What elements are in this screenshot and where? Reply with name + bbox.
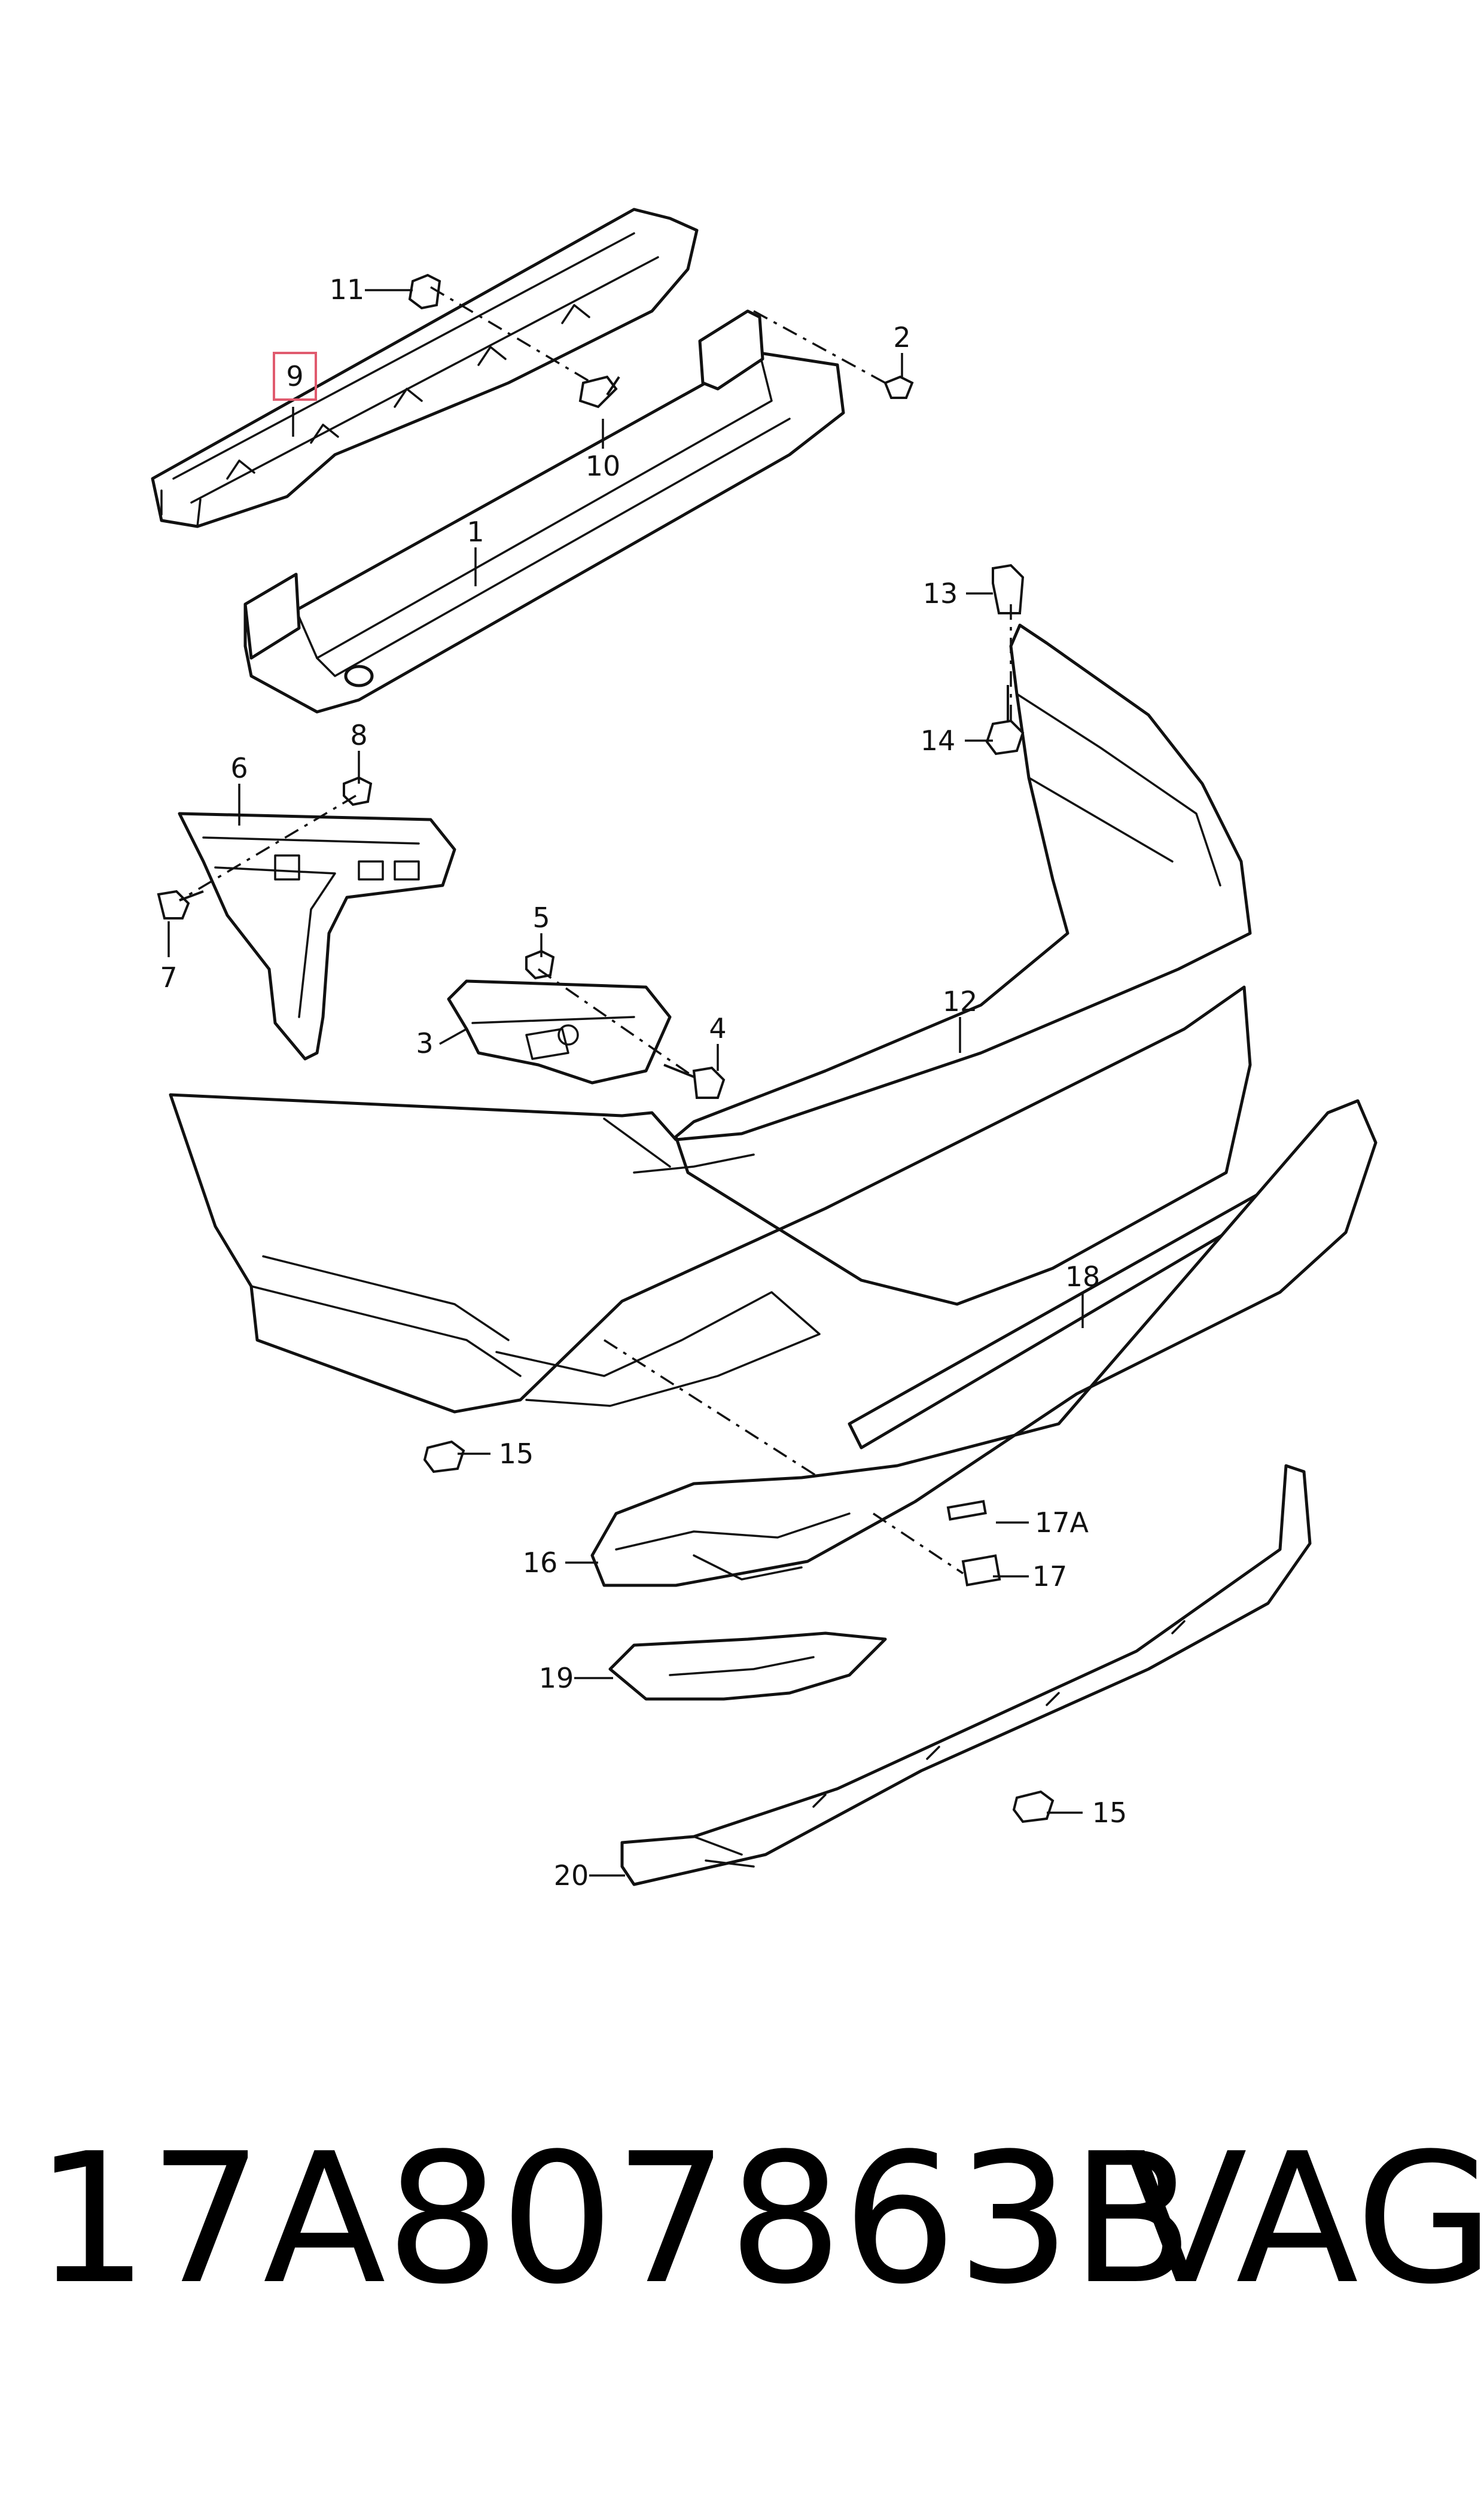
screw-14: [985, 685, 1025, 756]
part-6-side-guide: [178, 812, 456, 1061]
nut-15b: [1012, 1790, 1055, 1823]
callout-labels: 1 2 3 4 5 6 7 8 9 10 11 12 13 14 15 15 1…: [160, 273, 1127, 1892]
part-19-reflector-trim: [608, 1631, 887, 1701]
callout-3: 3: [416, 1027, 433, 1059]
callout-7: 7: [160, 961, 177, 994]
screw-7: [157, 890, 204, 919]
part-1-bumper-carrier: [243, 309, 845, 714]
callout-4: 4: [709, 1012, 726, 1045]
part-9-upper-guide: [151, 208, 699, 528]
callout-12: 12: [943, 985, 978, 1018]
part-20-diffuser: [620, 1464, 1312, 1886]
callout-11: 11: [330, 273, 365, 306]
part-number: 17A807863B: [35, 2115, 1194, 2324]
callout-1: 1: [467, 516, 484, 548]
nut-15a: [423, 1440, 465, 1473]
callout-13: 13: [923, 577, 958, 610]
callout-6: 6: [230, 752, 248, 784]
callout-2: 2: [893, 321, 910, 354]
callout-5: 5: [532, 902, 550, 934]
highlight-box-9: [273, 352, 317, 401]
callout-18: 18: [1065, 1260, 1101, 1293]
callout-19: 19: [539, 1662, 574, 1694]
clip-5: [525, 949, 555, 980]
callout-16: 16: [523, 1546, 558, 1579]
brand-label: VAG: [1125, 2115, 1484, 2324]
part-12-bumper-cover: [169, 623, 1252, 1414]
part-3-bracket: [447, 979, 672, 1085]
screw-4: [663, 1064, 726, 1099]
screw-2: [883, 375, 914, 399]
part-16-lower-trim: [590, 1099, 1378, 1587]
callout-15a: 15: [499, 1438, 534, 1470]
callout-15b: 15: [1092, 1797, 1128, 1829]
callout-17: 17: [1032, 1560, 1068, 1593]
assembly-lines: [179, 286, 1012, 1575]
leader-lines: [167, 289, 1084, 1877]
screw-10: [578, 375, 620, 409]
callout-10: 10: [586, 450, 621, 482]
callout-14: 14: [921, 724, 956, 757]
hardware: [157, 273, 1055, 1823]
clip-11: [408, 273, 441, 310]
callout-17a: 17A: [1035, 1506, 1089, 1539]
clip-13: [992, 564, 1025, 614]
callout-8: 8: [350, 719, 367, 751]
callout-20: 20: [554, 1859, 589, 1892]
callout-9: 9: [286, 360, 303, 392]
